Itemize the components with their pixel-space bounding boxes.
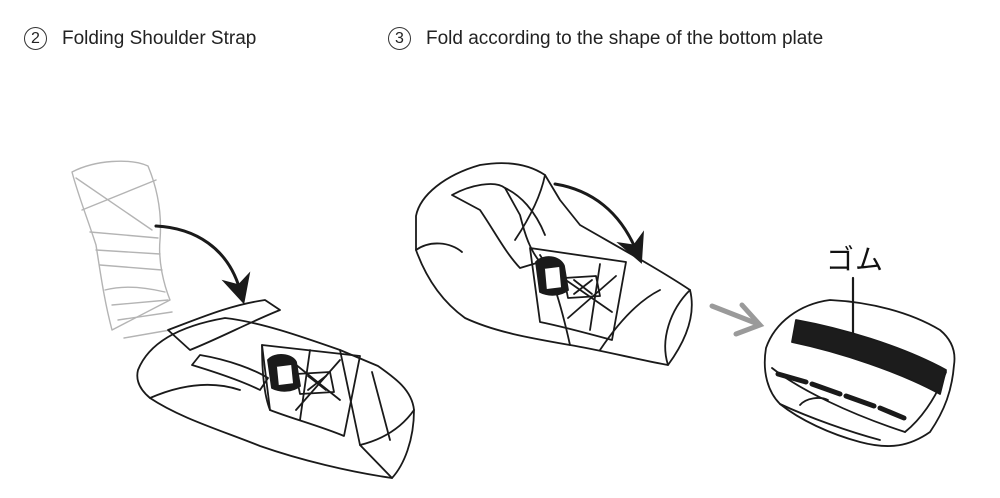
step-2-label: Folding Shoulder Strap: [62, 27, 257, 49]
final-folded-bag: [763, 276, 956, 447]
folded-bag-1: [136, 299, 415, 479]
step-3-figure: [415, 162, 693, 366]
step-2-number: 2: [24, 27, 47, 50]
gray-arrow-icon: [709, 302, 765, 337]
step-3-heading: 3 Fold according to the shape of the bot…: [388, 27, 823, 50]
step-3-label: Fold according to the shape of the botto…: [426, 27, 824, 49]
faded-strap: [71, 160, 173, 339]
step-3-number: 3: [388, 27, 411, 50]
curved-arrow-icon-2: [553, 182, 644, 264]
rubber-band: [791, 319, 947, 395]
curved-arrow-icon: [154, 224, 251, 305]
step-2-figure: [71, 160, 415, 479]
step-2-heading: 2 Folding Shoulder Strap: [24, 27, 256, 50]
rubber-band-label: ゴム: [826, 243, 885, 276]
